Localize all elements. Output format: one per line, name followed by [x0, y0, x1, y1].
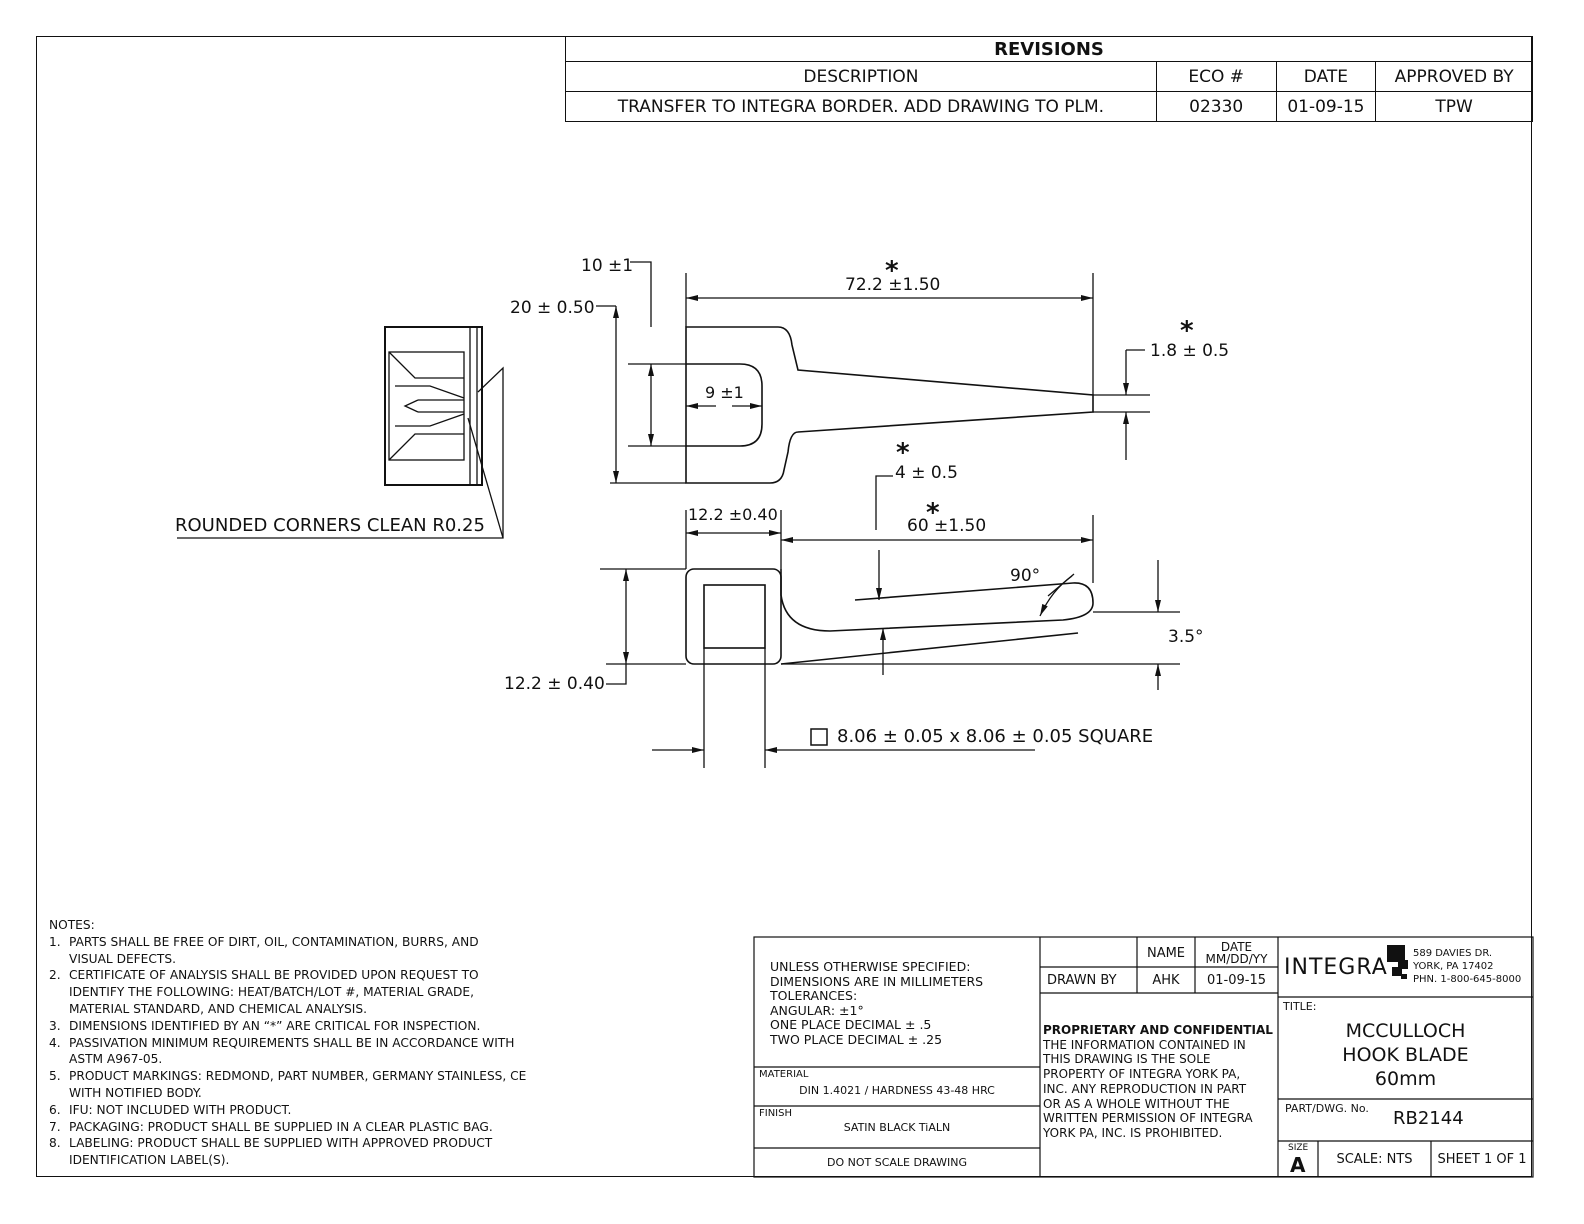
name-header: NAME	[1146, 946, 1186, 961]
blade-side-view	[685, 568, 1094, 665]
scale-value: SCALE: NTS	[1336, 1152, 1413, 1167]
dim-60: 60 ±1.50	[907, 516, 987, 536]
material-label: MATERIAL	[759, 1069, 809, 1080]
part-number: RB2144	[1393, 1108, 1464, 1129]
critical-star: *	[896, 438, 910, 468]
sheet-value: SHEET 1 OF 1	[1437, 1152, 1527, 1167]
tolerance-block: UNLESS OTHERWISE SPECIFIED: DIMENSIONS A…	[770, 959, 984, 1047]
dim-1-8: 1.8 ± 0.5	[1150, 341, 1230, 361]
size-value: A	[1290, 1153, 1306, 1177]
notes-block: NOTES: 1.PARTS SHALL BE FREE OF DIRT, OI…	[49, 917, 589, 1169]
size-label: SIZE	[1288, 1143, 1309, 1153]
dim-90-deg: 90°	[1010, 566, 1041, 586]
drawn-by-date: 01-09-15	[1206, 973, 1266, 988]
blade-top-view	[685, 326, 1094, 484]
integra-logo-icon	[1387, 945, 1408, 979]
titleblock-lines	[753, 936, 1534, 1178]
rev-description: TRANSFER TO INTEGRA BORDER. ADD DRAWING …	[565, 91, 1157, 122]
list-item: 7.PACKAGING: PRODUCT SHALL BE SUPPLIED I…	[49, 1119, 493, 1134]
notes-title: NOTES:	[49, 918, 95, 932]
list-item: 1.PARTS SHALL BE FREE OF DIRT, OIL, CONT…	[49, 934, 479, 966]
list-item: 5.PRODUCT MARKINGS: REDMOND, PART NUMBER…	[49, 1069, 527, 1100]
material-value: DIN 1.4021 / HARDNESS 43-48 HRC	[799, 1084, 995, 1097]
rev-date: 01-09-15	[1275, 91, 1377, 122]
rounded-corners-leader	[177, 366, 504, 539]
finish-value: SATIN BLACK TiALN	[843, 1121, 951, 1134]
list-item: 8.LABELING: PRODUCT SHALL BE SUPPLIED WI…	[49, 1136, 493, 1168]
rev-eco: 02330	[1155, 91, 1277, 122]
rev-header-eco: ECO #	[1155, 61, 1277, 92]
square-symbol-icon	[810, 728, 828, 746]
company-address: 589 DAVIES DR. YORK, PA 17402 PHN. 1-800…	[1413, 948, 1522, 985]
dim-square: 8.06 ± 0.05 x 8.06 ± 0.05 SQUARE	[837, 726, 1154, 747]
dim-12-2-left: 12.2 ± 0.40	[504, 674, 605, 694]
list-item: 3.DIMENSIONS IDENTIFIED BY AN “*” ARE CR…	[49, 1018, 481, 1033]
date-header-format: MM/DD/YY	[1205, 952, 1268, 966]
part-number-label: PART/DWG. No.	[1285, 1102, 1369, 1115]
title-label: TITLE:	[1283, 1000, 1317, 1013]
list-item: 4.PASSIVATION MINIMUM REQUIREMENTS SHALL…	[49, 1035, 515, 1067]
dim-72: 72.2 ±1.50	[845, 275, 941, 295]
rev-header-description: DESCRIPTION	[565, 61, 1157, 92]
finish-label: FINISH	[759, 1108, 792, 1119]
date-header: DATE	[1220, 940, 1253, 954]
dim-12-2-top: 12.2 ±0.40	[688, 505, 778, 524]
dim-3-5-deg: 3.5°	[1168, 627, 1204, 647]
dim-20: 20 ± 0.50	[510, 298, 595, 318]
company-logo-text: INTEGRA	[1284, 955, 1388, 980]
rev-approved: TPW	[1375, 91, 1533, 122]
proprietary-notice: PROPRIETARY AND CONFIDENTIAL THE INFORMA…	[1043, 1023, 1273, 1140]
dim-9: 9 ±1	[705, 383, 744, 402]
drawn-by-name: AHK	[1152, 973, 1180, 988]
list-item: 2.CERTIFICATE OF ANALYSIS SHALL BE PROVI…	[49, 968, 479, 1016]
end-view	[384, 326, 483, 486]
dim-4: 4 ± 0.5	[895, 463, 958, 483]
table-row: TRANSFER TO INTEGRA BORDER. ADD DRAWING …	[565, 91, 1533, 122]
callout-rounded-corners: ROUNDED CORNERS CLEAN R0.25	[175, 515, 485, 536]
critical-star: *	[926, 498, 940, 528]
critical-star: *	[1180, 316, 1194, 346]
revisions-table: REVISIONS DESCRIPTION ECO # DATE APPROVE…	[565, 36, 1533, 122]
drawing-title: MCCULLOCH HOOK BLADE 60mm	[1342, 1020, 1469, 1090]
drawn-by-label: DRAWN BY	[1047, 973, 1117, 988]
dim-10: 10 ±1	[581, 256, 634, 276]
do-not-scale: DO NOT SCALE DRAWING	[827, 1156, 967, 1169]
list-item: 6.IFU: NOT INCLUDED WITH PRODUCT.	[49, 1102, 292, 1117]
critical-star: *	[885, 256, 899, 286]
